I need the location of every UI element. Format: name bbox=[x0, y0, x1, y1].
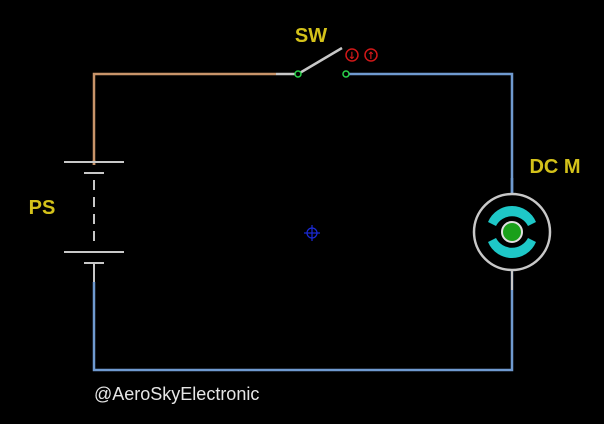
switch-label: SW bbox=[295, 25, 327, 47]
watermark: @AeroSkyElectronic bbox=[94, 384, 259, 404]
dc-motor[interactable]: DC M bbox=[472, 156, 581, 290]
switch-down-button[interactable] bbox=[345, 48, 359, 62]
motor-brush-bottom bbox=[488, 238, 536, 258]
switch-pivot-terminal bbox=[294, 70, 302, 78]
switch-contact-terminal bbox=[342, 70, 350, 78]
switch-up-button[interactable] bbox=[364, 48, 378, 62]
power-supply-label: PS bbox=[29, 197, 56, 219]
return-wire bbox=[92, 270, 514, 372]
motor-rotor bbox=[501, 221, 523, 243]
motor-top-wire bbox=[368, 72, 514, 196]
switch[interactable]: ↓ ↑ SW bbox=[294, 25, 378, 78]
switch-up-arrow[interactable]: ↑ bbox=[367, 51, 375, 62]
switch-down-arrow[interactable]: ↓ bbox=[348, 51, 356, 62]
motor-label: DC M bbox=[529, 156, 580, 178]
power-supply: PS bbox=[29, 160, 124, 282]
origin-crosshair-icon bbox=[304, 225, 320, 241]
positive-wire bbox=[92, 72, 276, 165]
motor-brush-top bbox=[488, 206, 536, 226]
switch-blade[interactable] bbox=[297, 46, 343, 76]
wires bbox=[92, 72, 514, 372]
